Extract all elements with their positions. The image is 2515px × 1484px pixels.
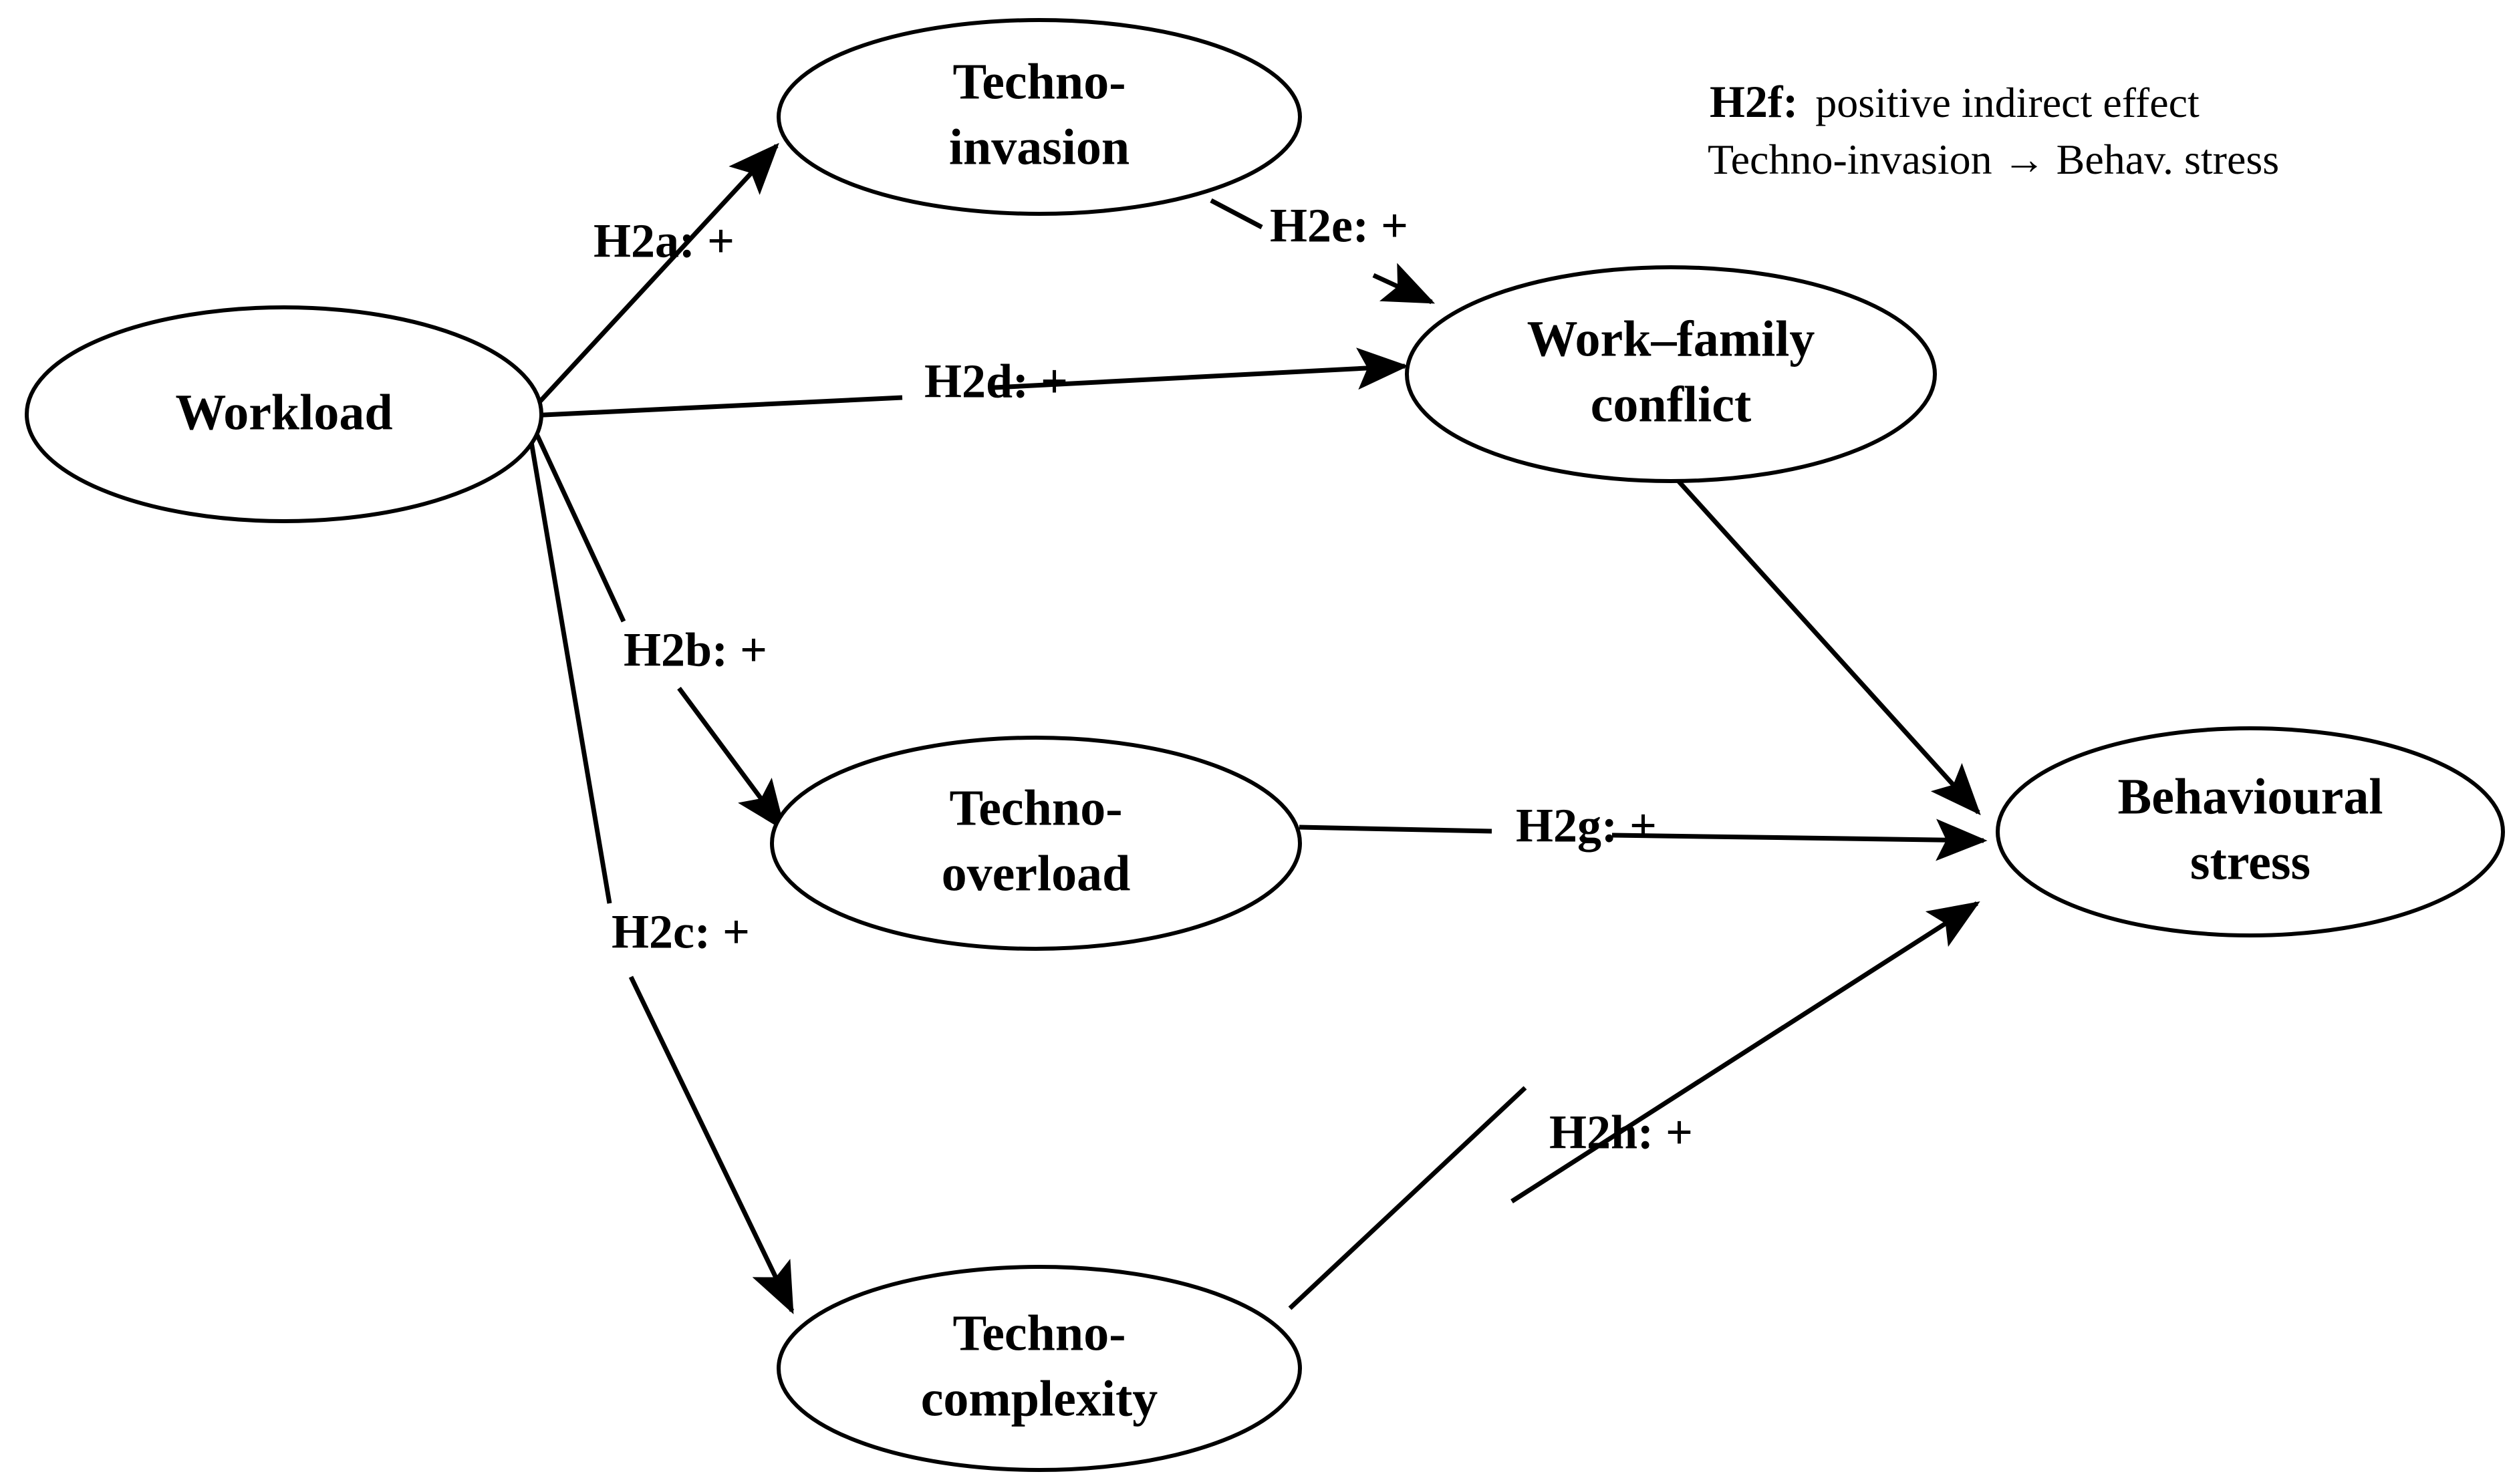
edge-h2g-line — [1611, 819, 1988, 861]
edge-h2h — [1288, 901, 1980, 1310]
edge-wfc-stress — [1672, 474, 1981, 816]
edge-label-h2g: H2g: + — [1516, 799, 1657, 853]
node-techno-complexity-label-line2: complexity — [921, 1370, 1158, 1427]
edge-h2e-stub — [1210, 198, 1263, 230]
edge-h2c-line — [628, 976, 795, 1315]
edge-h2c — [525, 422, 795, 1315]
edge-label-h2h: H2h: + — [1549, 1106, 1693, 1159]
edge-h2d-stub — [529, 395, 903, 418]
annotation-h2f-label: H2f: — [1710, 76, 1798, 127]
edge-label-h2b: H2b: + — [624, 623, 767, 677]
node-behavioural-stress-shape — [1996, 726, 2505, 937]
edge-h2e — [1210, 198, 1436, 305]
edge-h2b-stub — [527, 418, 626, 623]
edge-h2d-line — [994, 347, 1409, 390]
edge-h2h-stub — [1288, 1086, 1527, 1310]
edge-label-h2e: H2e: + — [1270, 199, 1408, 253]
annotation-h2f: H2f: positive indirect effect Techno-inv… — [1708, 76, 2279, 183]
node-techno-complexity[interactable]: Techno- complexity — [777, 1265, 1302, 1472]
edge-h2g-stub — [1299, 825, 1492, 834]
edge-h2h-line — [1510, 901, 1980, 1203]
node-work-family-conflict[interactable]: Work–family conflict — [1405, 265, 1937, 483]
node-work-family-conflict-shape — [1405, 265, 1937, 483]
node-workload[interactable]: Workload — [25, 305, 543, 523]
node-techno-overload-label-line1: Techno- — [949, 780, 1122, 836]
edge-wfc-stress-line — [1672, 474, 1981, 816]
node-work-family-conflict-label-line1: Work–family — [1527, 311, 1815, 367]
node-behavioural-stress[interactable]: Behavioural stress — [1996, 726, 2505, 937]
node-techno-overload-shape — [770, 736, 1302, 951]
node-techno-complexity-label-line1: Techno- — [952, 1305, 1126, 1361]
node-workload-label-line1: Workload — [175, 384, 392, 440]
edge-label-h2d: H2d: + — [924, 355, 1068, 408]
edge-label-h2a: H2a: + — [593, 214, 735, 268]
edge-h2c-stub — [525, 422, 612, 904]
edge-h2b-line — [677, 686, 786, 832]
edge-label-h2c: H2c: + — [612, 905, 750, 959]
edge-h2d — [529, 347, 1409, 418]
node-techno-invasion-shape — [777, 18, 1302, 216]
edge-h2g — [1299, 819, 1988, 861]
node-techno-overload[interactable]: Techno- overload — [770, 736, 1302, 951]
annotation-h2f-line1: H2f: positive indirect effect — [1710, 76, 2200, 127]
node-behavioural-stress-label-line2: stress — [2190, 834, 2310, 890]
edge-h2a — [528, 142, 779, 414]
node-techno-overload-label-line2: overload — [942, 845, 1131, 901]
node-techno-invasion[interactable]: Techno- invasion — [777, 18, 1302, 216]
edge-h2a-line — [528, 142, 779, 414]
node-techno-invasion-label-line2: invasion — [949, 119, 1130, 175]
annotation-h2f-line1-rest: positive indirect effect — [1815, 79, 2200, 126]
node-behavioural-stress-label-line1: Behavioural — [2118, 768, 2383, 825]
edge-h2b — [527, 418, 786, 832]
annotation-h2f-line2: Techno-invasion → Behav. stress — [1708, 136, 2279, 183]
node-work-family-conflict-label-line2: conflict — [1591, 376, 1752, 432]
node-techno-complexity-shape — [777, 1265, 1302, 1472]
node-techno-invasion-label-line1: Techno- — [952, 53, 1126, 110]
edge-h2e-line — [1372, 263, 1436, 305]
node-workload-shape — [25, 305, 543, 523]
